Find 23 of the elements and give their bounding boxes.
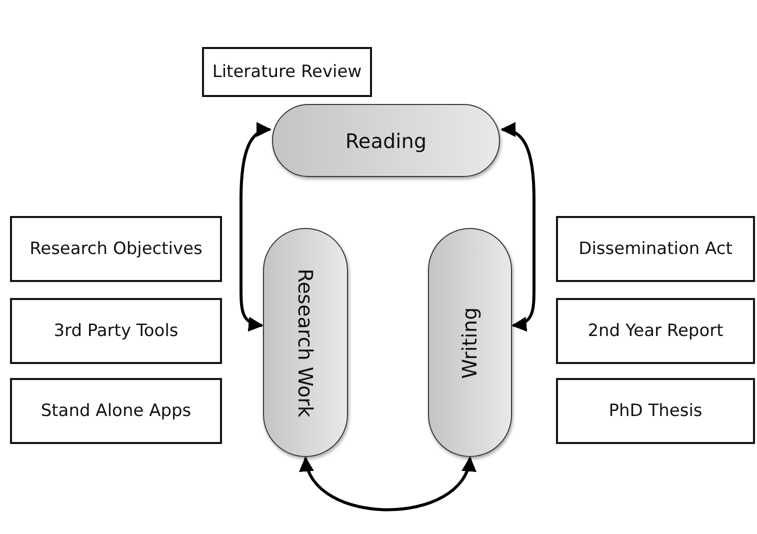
node-label: PhD Thesis	[608, 401, 702, 421]
curved-arrow	[500, 123, 536, 331]
process-pill	[263, 228, 348, 457]
node-label: Writing	[458, 306, 482, 378]
label-box	[10, 216, 222, 282]
label-box	[556, 378, 755, 444]
curved-arrow	[302, 456, 474, 512]
label-box	[556, 298, 755, 364]
node-label: Literature Review	[212, 62, 362, 82]
label-box	[10, 378, 222, 444]
node-label: Reading	[345, 128, 427, 152]
node-label: Dissemination Act	[578, 239, 732, 259]
label-box	[556, 216, 755, 282]
node-label: 3rd Party Tools	[54, 321, 178, 341]
process-pill	[272, 104, 500, 177]
node-label: Research Work	[294, 268, 318, 417]
process-pill	[428, 228, 512, 457]
node-label: 2nd Year Report	[588, 321, 724, 341]
label-box	[10, 298, 222, 364]
node-label: Research Objectives	[30, 239, 202, 259]
node-label: Stand Alone Apps	[40, 401, 192, 421]
label-box	[202, 47, 372, 97]
curved-arrow	[240, 123, 272, 331]
